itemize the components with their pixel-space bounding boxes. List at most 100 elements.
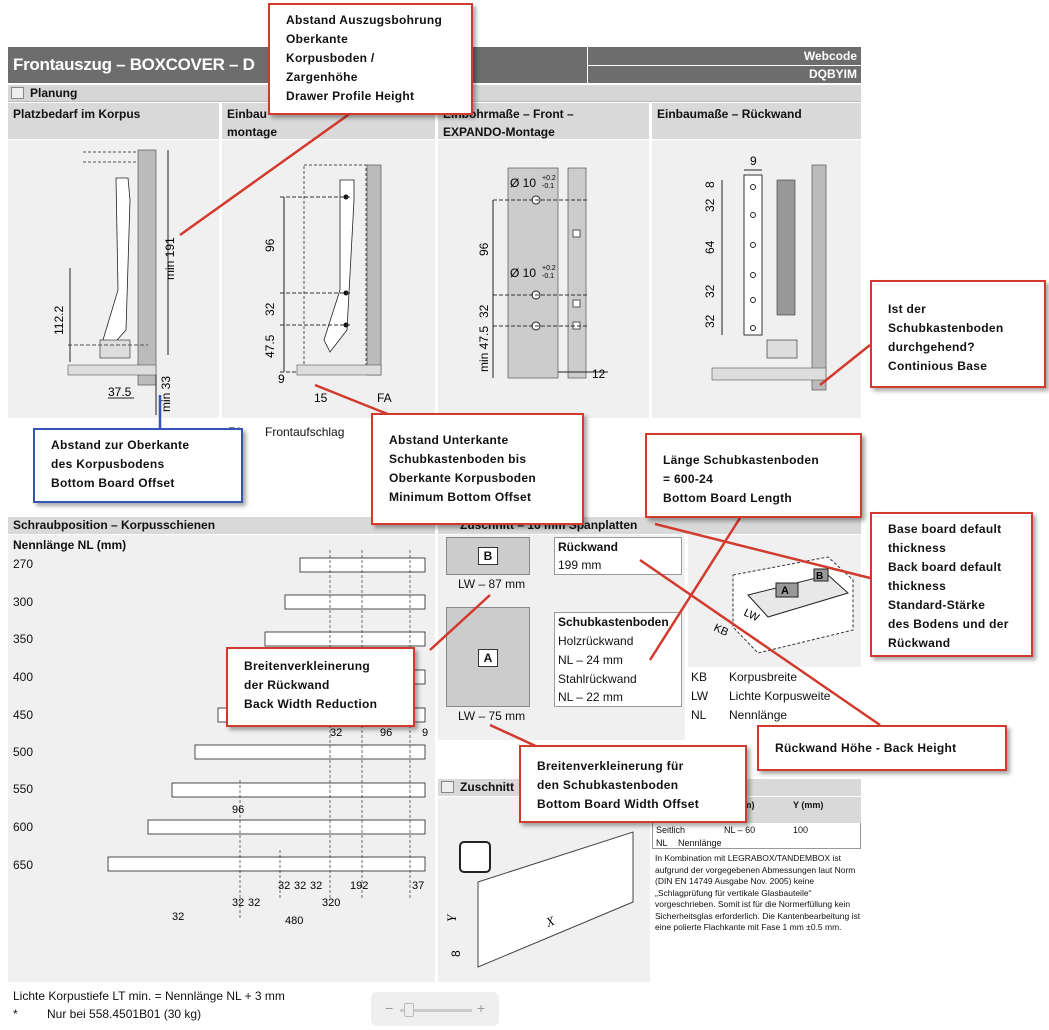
col-header-einbohrmasse: Einbohrmaße – Front – EXPANDO-Montage <box>438 103 649 139</box>
dim-sp-32g: 32 <box>172 911 184 923</box>
dim-sp-9: 9 <box>422 727 428 739</box>
row-label-400: 400 <box>13 670 34 684</box>
dim-96: 96 <box>263 238 277 252</box>
dim-dia10-b-sup: +0.2 <box>542 265 556 272</box>
callout6-l2: thickness <box>888 541 947 555</box>
dim-sp-192: 192 <box>350 880 368 892</box>
zoom-in-button[interactable]: + <box>477 1000 486 1016</box>
dim-fa: FA <box>377 391 392 405</box>
dim-9: 9 <box>278 372 285 386</box>
schraubposition-title: Schraubposition – Korpusschienen <box>8 517 435 534</box>
legend-fa-text: Frontaufschlag <box>265 425 345 439</box>
callout4-l1: Länge Schubkastenboden <box>663 453 819 467</box>
row-label-550: 550 <box>13 782 34 796</box>
iso-a-label: A <box>781 585 789 597</box>
dim-sp-96a: 96 <box>380 727 392 739</box>
callout3-l2: Schubkastenboden bis <box>389 452 527 466</box>
rueckwand-value: 199 mm <box>558 558 602 572</box>
callout6-l4: thickness <box>888 579 947 593</box>
callout4-l2: = 600-24 <box>663 472 714 486</box>
row-label-600: 600 <box>13 820 34 834</box>
dim-96-c3: 96 <box>477 242 491 256</box>
webcode-divider <box>587 65 861 66</box>
schraubposition-subtitle: Nennlänge NL (mm) <box>13 538 127 552</box>
board-a-dim: LW – 75 mm <box>458 709 526 723</box>
callout-drawer-profile-height: Abstand Auszugsbohrung Oberkante Korpusb… <box>268 3 473 115</box>
col3-line2: EXPANDO-Montage <box>443 125 555 139</box>
dim-min47-5: min 47.5 <box>477 326 491 372</box>
board-b-dim: LW – 87 mm <box>458 577 526 591</box>
glass-nl-abbr: NL <box>656 838 668 848</box>
dim-9-c4: 9 <box>750 154 757 168</box>
legend-lw-abbr: LW <box>691 689 709 703</box>
boden-holz-val: NL – 24 mm <box>558 653 623 667</box>
callout-back-width-reduction: Breitenverkleinerung der Rückwand Back W… <box>226 647 415 727</box>
callout9-l3: Bottom Board Width Offset <box>537 797 700 811</box>
dim-dia10-b-sub: -0.1 <box>542 273 554 280</box>
boden-title: Schubkastenboden <box>558 615 669 629</box>
callout6-l6: des Bodens und der <box>888 617 1009 631</box>
board-b-label: B <box>478 547 498 565</box>
callout1-l3: Korpusboden / <box>286 51 375 65</box>
dim-sp-32c: 32 <box>294 880 306 892</box>
callout2-l3: Bottom Board Offset <box>51 476 175 490</box>
row-label-300: 300 <box>13 595 34 609</box>
callout1-l2: Oberkante <box>286 32 349 46</box>
callout-back-height: Rückwand Höhe - Back Height <box>757 725 1007 771</box>
dim-sp-32b: 32 <box>278 880 290 892</box>
glass-8-label: 8 <box>449 950 463 957</box>
dim-37-5: 37.5 <box>108 385 132 399</box>
callout1-l4: Zargenhöhe <box>286 70 358 84</box>
boden-stahl: Stahlrückwand <box>558 672 637 686</box>
glass-row-y: 100 <box>793 825 809 835</box>
callout6-l7: Rückwand <box>888 636 951 650</box>
callout3-l1: Abstand Unterkante <box>389 433 509 447</box>
dim-sp-480: 480 <box>285 915 303 927</box>
callout5-l2: Schubkastenboden <box>888 321 1004 335</box>
legend-kb-text: Korpusbreite <box>729 670 798 684</box>
dim-8-c4: 8 <box>703 181 717 188</box>
glass-note: In Kombination mit LEGRABOX/TANDEMBOX is… <box>655 853 861 932</box>
dim-dia10-a-sup: +0.2 <box>542 175 556 182</box>
planung-icon <box>11 87 24 99</box>
callout9-l2: den Schubkastenboden <box>537 778 679 792</box>
col2-line1: Einbau <box>227 107 268 121</box>
footer-line1: Lichte Korpustiefe LT min. = Nennlänge N… <box>13 989 285 1003</box>
dim-15: 15 <box>314 391 328 405</box>
row-label-350: 350 <box>13 632 34 646</box>
col2-line2: montage <box>227 125 278 139</box>
dim-min191: min 191 <box>163 237 177 280</box>
zoom-out-button[interactable]: − <box>385 1000 394 1016</box>
boden-stahl-val: NL – 22 mm <box>558 690 623 704</box>
boden-holz: Holzrückwand <box>558 634 634 648</box>
legend-lw-text: Lichte Korpusweite <box>729 689 831 703</box>
callout-bottom-board-width-offset: Breitenverkleinerung für den Schubkasten… <box>519 745 747 823</box>
zoom-slider-handle[interactable] <box>404 1003 414 1017</box>
callout-minimum-bottom-offset: Abstand Unterkante Schubkastenboden bis … <box>371 413 584 525</box>
callout-continious-base: Ist der Schubkastenboden durchgehend? Co… <box>870 280 1046 388</box>
callout-bottom-board-offset: Abstand zur Oberkante des Korpusbodens B… <box>33 428 243 503</box>
drawing-schraubposition: 32 96 9 96 32 32 32 192 37 32 32 320 32 … <box>107 550 428 927</box>
footer-mark: * <box>13 1007 18 1021</box>
rueckwand-title: Rückwand <box>558 540 619 554</box>
zoom-slider-track[interactable] <box>400 1009 472 1012</box>
callout6-l1: Base board default <box>888 522 1002 536</box>
dim-sp-320: 320 <box>322 897 340 909</box>
board-a-label: A <box>478 649 498 667</box>
dim-sp-37: 37 <box>412 880 424 892</box>
dim-12: 12 <box>592 367 606 381</box>
callout5-l1: Ist der <box>888 302 927 316</box>
dim-min33: min 33 <box>159 376 173 412</box>
dim-dia10-a: Ø 10 <box>510 176 536 190</box>
dim-47-5: 47.5 <box>263 334 277 358</box>
col3-line1: Einbohrmaße – Front – <box>443 107 574 121</box>
drawing-einbaumasse: 96 32 47.5 9 15 FA <box>263 164 392 405</box>
footer-line2: Nur bei 558.4501B01 (30 kg) <box>47 1007 202 1021</box>
callout2-l1: Abstand zur Oberkante <box>51 438 190 452</box>
glass-row-label: Seitlich <box>656 825 686 835</box>
legend-nl-abbr: NL <box>691 708 707 722</box>
row-label-500: 500 <box>13 745 34 759</box>
dim-dia10-a-sub: -0.1 <box>542 183 554 190</box>
callout2-l2: des Korpusbodens <box>51 457 165 471</box>
iso-b-label: B <box>816 571 823 582</box>
